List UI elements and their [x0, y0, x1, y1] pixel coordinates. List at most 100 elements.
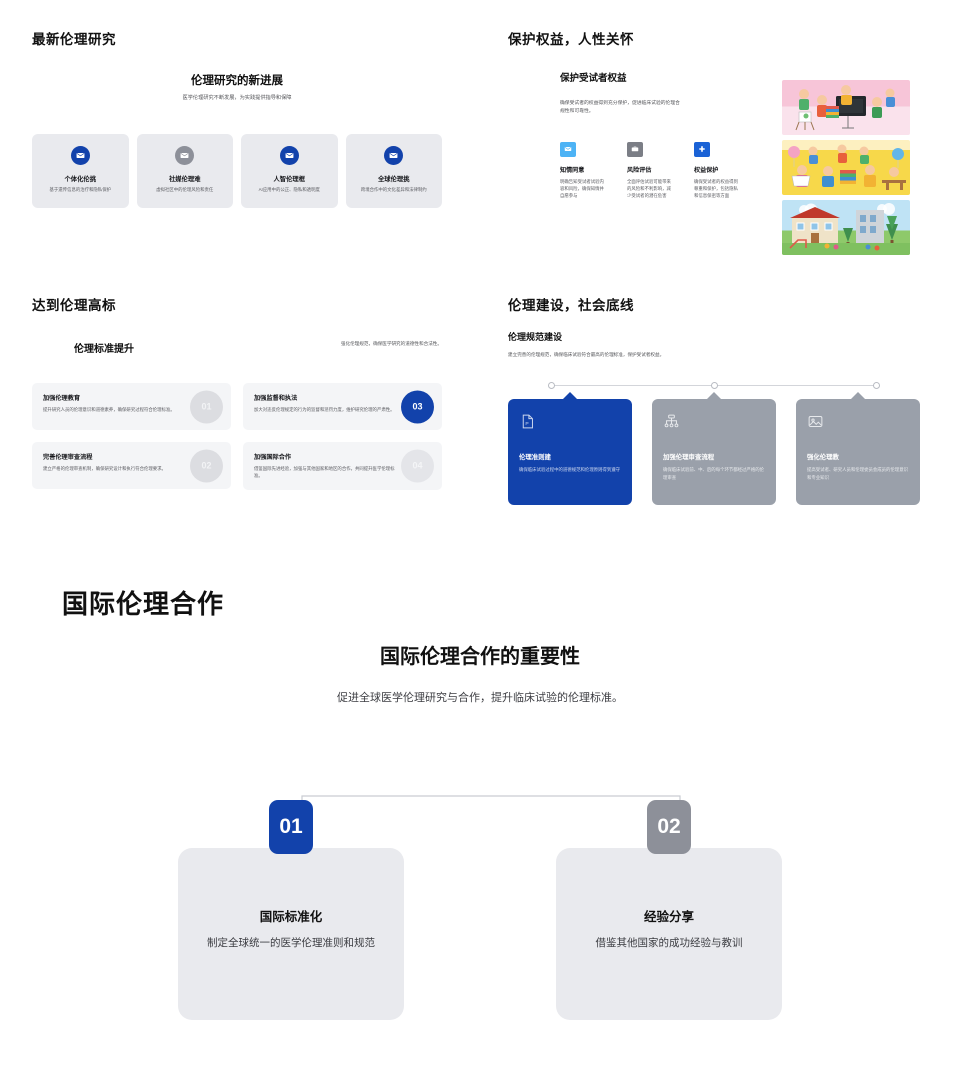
- numbered-row-desc: 提升研究人员的伦理意识和道德素养，确保研究过程符合伦理标准。: [43, 407, 175, 412]
- timeline-card-desc: 提高受试者、研究人员和伦理委员会成员的伦理意识和专业知识: [807, 467, 908, 480]
- list-item-title: 知情同意: [560, 166, 585, 174]
- mini-card[interactable]: 社媒伦理难 虚拟社区中的伦理风险和责任: [136, 133, 233, 208]
- panel1-heading: 伦理研究的新进展: [191, 75, 283, 87]
- panel4-lead: 建立完善的伦理规范，确保临床试验符合最高的伦理标准，保护受试者权益。: [508, 352, 665, 357]
- card-pointer: [706, 392, 722, 401]
- panel2-slide-title: 保护权益，人性关怀: [508, 32, 634, 47]
- mini-card-desc: 基于遗传信息的治疗和隐私保护: [49, 186, 111, 192]
- list-item-desc: 确保受试者的权益得到尊重和保护，包括隐私和信息保密等方面: [694, 178, 738, 198]
- timeline-card[interactable]: 强化伦理教 提高受试者、研究人员和伦理委员会成员的伦理意识和专业知识: [796, 392, 920, 506]
- timeline-card-title: 伦理准则建: [519, 454, 551, 462]
- panel3-row-grid: 加强伦理教育 提升研究人员的伦理意识和道德素养，确保研究过程符合伦理标准。 01…: [32, 383, 442, 490]
- document-icon: P: [519, 413, 621, 430]
- panel2-artwork-column: [782, 80, 910, 260]
- numbered-row-badge: 01: [190, 390, 223, 423]
- panel1-center-block: 伦理研究的新进展 医学伦理研究不断发展，为实践提供指导和保障: [32, 72, 442, 103]
- panel2-body: 保护受试者权益 确保受试者的权益得到充分保护，促进临床试验的伦理合规性和可靠性。…: [508, 70, 920, 260]
- mini-card[interactable]: 人智伦理框 AI应用中的公正、隐私和透明度: [241, 133, 338, 208]
- panel3-slide-title: 达到伦理高标: [32, 298, 116, 313]
- numbered-row[interactable]: 完善伦理审查流程 建立严格的伦理审查机制，确保研究设计和执行符合伦理要求。 02: [32, 442, 231, 489]
- sitemap-icon: [663, 413, 765, 430]
- card-pointer: [850, 392, 866, 401]
- big-subheading: 促进全球医学伦理研究与合作，提升临床试验的伦理标准。: [337, 692, 623, 704]
- timeline-card-title: 强化伦理教: [807, 454, 839, 462]
- numbered-row-desc: 借鉴国际先进经验，加强与其他国家和地区的合作，共同提升医学伦理标准。: [254, 466, 395, 479]
- numbered-row-desc: 建立严格的伦理审查机制，确保研究设计和执行符合伦理要求。: [43, 466, 166, 471]
- mini-card[interactable]: 全球伦理挑 跨境合作中的文化差异和法律制约: [345, 133, 442, 208]
- panel4-heading: 伦理规范建设: [508, 332, 563, 342]
- mini-card-title: 全球伦理挑: [378, 175, 410, 183]
- panel2-lead: 确保受试者的权益得到充分保护，促进临床试验的伦理合规性和可靠性。: [560, 101, 680, 115]
- big-heading: 国际伦理合作的重要性: [380, 646, 580, 668]
- big-card-desc: 借鉴其他国家的成功经验与教训: [595, 937, 743, 949]
- list-item-desc: 全面评估试验可能带来的风险和不利影响，减少受试者的潜在危害: [627, 178, 671, 198]
- panel4-card-list: P 伦理准则建 确保临床试验过程中的道德规范和伦理原则得到遵守 加强伦理审查流程…: [508, 392, 920, 506]
- list-item[interactable]: 知情同意 明确告知受试者试验内容和风险，确保知情并自愿参与: [560, 141, 604, 199]
- mini-card-desc: 虚拟社区中的伦理风险和责任: [156, 186, 214, 192]
- list-item[interactable]: 风险评估 全面评估试验可能带来的风险和不利影响，减少受试者的潜在危害: [627, 141, 671, 199]
- mail-icon: [560, 141, 576, 157]
- classroom-kids-banner: [782, 80, 910, 135]
- panel3-lead: 强化伦理规范，确保医学研究的道德性和合法性。: [340, 341, 442, 346]
- timeline-card[interactable]: 加强伦理审查流程 确保临床试验前、中、后的每个环节都经过严格的伦理审查: [652, 392, 776, 506]
- panel3-column-left: 加强伦理教育 提升研究人员的伦理意识和道德素养，确保研究过程符合伦理标准。 01…: [32, 383, 231, 490]
- timeline-dot[interactable]: [548, 382, 555, 390]
- big-card-number: 01: [269, 800, 313, 854]
- panel3-subheader: 伦理标准提升 强化伦理规范，确保医学研究的道德性和合法性。: [32, 340, 442, 355]
- medical-cross-icon: [694, 141, 710, 157]
- panel2-heading: 保护受试者权益: [560, 73, 627, 84]
- big-center-block: 国际伦理合作的重要性 促进全球医学伦理研究与合作，提升临床试验的伦理标准。: [0, 640, 960, 705]
- panel-ethics-construction: 伦理建设，社会底线 伦理规范建设 建立完善的伦理规范，确保临床试验符合最高的伦理…: [508, 294, 920, 519]
- numbered-row-title: 加强伦理教育: [43, 395, 81, 402]
- big-card-number: 02: [647, 800, 691, 854]
- big-card[interactable]: 01 国际标准化 制定全球统一的医学伦理准则和规范: [178, 800, 404, 1020]
- school-playground-banner: [782, 200, 910, 255]
- numbered-row-title: 完善伦理审查流程: [43, 454, 93, 461]
- list-item-title: 风险评估: [627, 166, 652, 174]
- numbered-row[interactable]: 加强伦理教育 提升研究人员的伦理意识和道德素养，确保研究过程符合伦理标准。 01: [32, 383, 231, 430]
- image-icon: [807, 413, 909, 430]
- numbered-row-desc: 加大对违反伦理规定的行为的监督和惩罚力度，维护研究伦理的严肃性。: [254, 407, 395, 412]
- mini-card-desc: AI应用中的公正、隐私和透明度: [258, 186, 320, 192]
- mini-card-title: 个体化伦挑: [64, 175, 96, 183]
- timeline-card-desc: 确保临床试验前、中、后的每个环节都经过严格的伦理审查: [663, 467, 764, 480]
- big-card-list: 01 国际标准化 制定全球统一的医学伦理准则和规范 02 经验分享 借鉴其他国家…: [0, 800, 960, 1020]
- mini-card-title: 社媒伦理难: [169, 175, 201, 183]
- panel3-heading: 伦理标准提升: [74, 344, 134, 355]
- mini-card-desc: 跨境合作中的文化差异和法律制约: [360, 186, 427, 192]
- timeline-dot[interactable]: [873, 382, 880, 390]
- panel-ethics-standards: 达到伦理高标 伦理标准提升 强化伦理规范，确保医学研究的道德性和合法性。 加强伦…: [32, 294, 442, 519]
- numbered-row-badge: 02: [190, 449, 223, 482]
- big-slide-title: 国际伦理合作: [62, 589, 225, 619]
- mail-icon: [384, 145, 404, 165]
- list-item-desc: 明确告知受试者试验内容和风险，确保知情并自愿参与: [560, 178, 604, 198]
- numbered-row[interactable]: 加强监督和执法 加大对违反伦理规定的行为的监督和惩罚力度，维护研究伦理的严肃性。…: [243, 383, 442, 430]
- panel-protect-rights: 保护权益，人性关怀 保护受试者权益 确保受试者的权益得到充分保护，促进临床试验的…: [508, 28, 920, 255]
- timeline-track: [508, 380, 920, 392]
- timeline-dot[interactable]: [710, 382, 718, 390]
- briefcase-icon: [627, 141, 643, 157]
- connector-lines: [0, 788, 960, 850]
- timeline-card[interactable]: P 伦理准则建 确保临床试验过程中的道德规范和伦理原则得到遵守: [508, 392, 632, 506]
- list-item[interactable]: 权益保护 确保受试者的权益得到尊重和保护，包括隐私和信息保密等方面: [694, 141, 738, 199]
- mini-card[interactable]: 个体化伦挑 基于遗传信息的治疗和隐私保护: [32, 133, 129, 208]
- panel1-card-list: 个体化伦挑 基于遗传信息的治疗和隐私保护 社媒伦理难 虚拟社区中的伦理风险和责任…: [32, 133, 442, 208]
- numbered-row-title: 加强监督和执法: [254, 395, 298, 402]
- list-item-title: 权益保护: [694, 166, 719, 174]
- numbered-row-badge: 03: [401, 390, 434, 423]
- numbered-row[interactable]: 加强国际合作 借鉴国际先进经验，加强与其他国家和地区的合作，共同提升医学伦理标准…: [243, 442, 442, 490]
- panel1-slide-title: 最新伦理研究: [32, 32, 116, 47]
- big-card-title: 经验分享: [643, 910, 694, 924]
- panel2-item-list: 知情同意 明确告知受试者试验内容和风险，确保知情并自愿参与 风险评估 全面评估试…: [560, 141, 776, 199]
- mail-icon: [70, 145, 90, 165]
- numbered-row-badge: 04: [401, 449, 434, 483]
- big-card-title: 国际标准化: [259, 910, 323, 924]
- big-card-desc: 制定全球统一的医学伦理准则和规范: [207, 937, 375, 949]
- panel1-subheading: 医学伦理研究不断发展，为实践提供指导和保障: [182, 95, 292, 101]
- panel4-slide-title: 伦理建设，社会底线: [508, 298, 634, 313]
- numbered-row-title: 加强国际合作: [254, 454, 292, 461]
- big-card[interactable]: 02 经验分享 借鉴其他国家的成功经验与教训: [556, 800, 782, 1020]
- mail-icon: [279, 145, 299, 165]
- timeline-card-title: 加强伦理审查流程: [663, 454, 715, 462]
